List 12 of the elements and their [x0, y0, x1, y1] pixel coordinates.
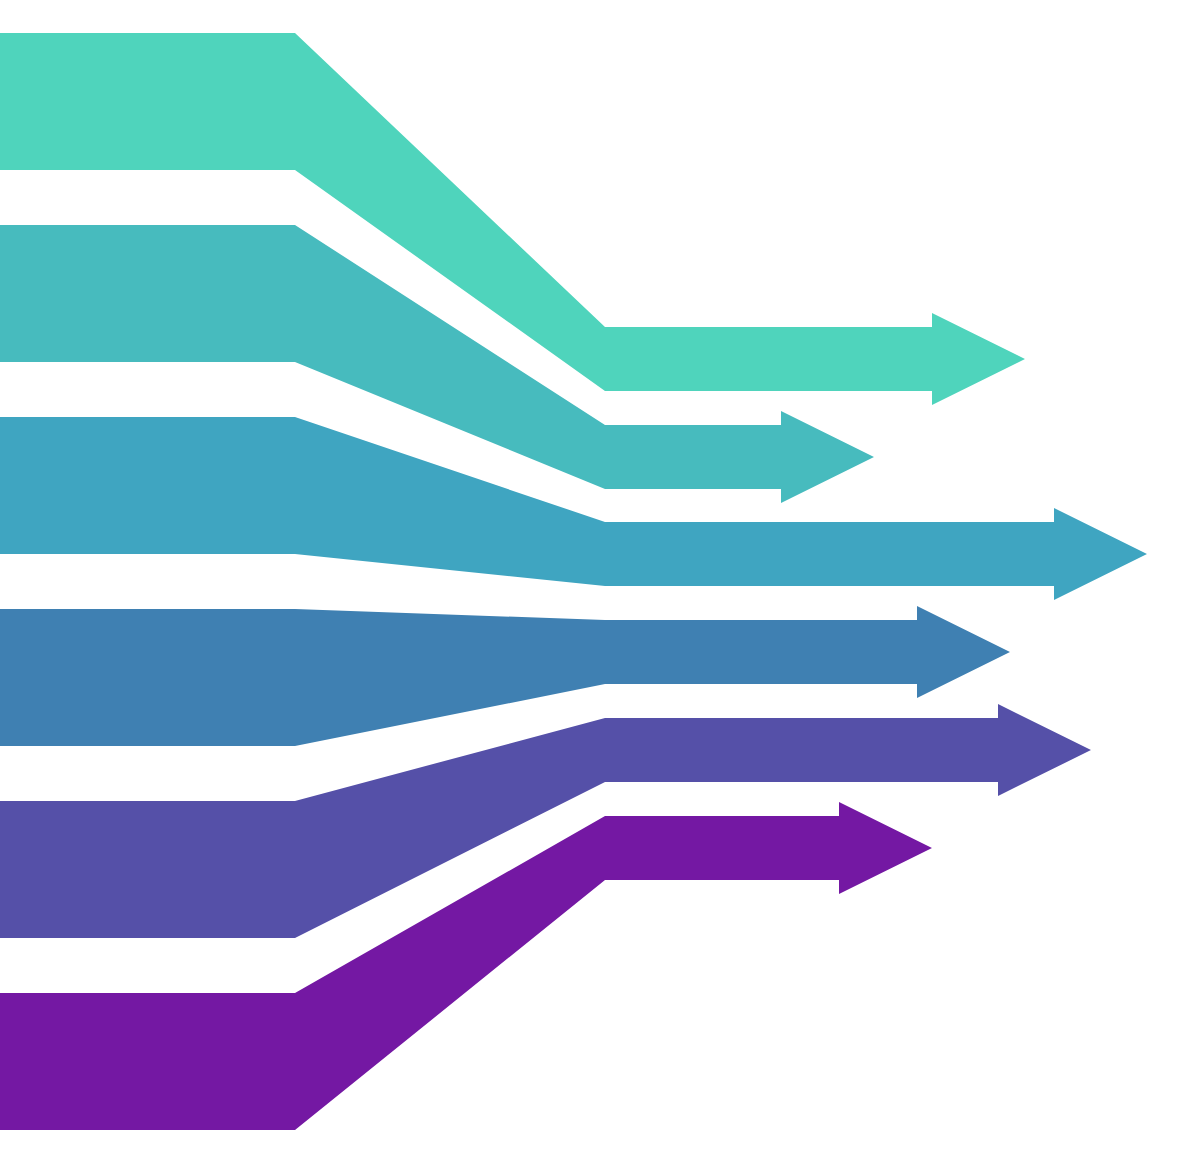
arrow [295, 802, 932, 1130]
bar [0, 417, 295, 554]
bar [0, 801, 295, 938]
arrow [295, 33, 1025, 405]
bar [0, 225, 295, 362]
bar [0, 609, 295, 746]
arrow [295, 417, 1147, 600]
arrow [295, 225, 874, 503]
bar [0, 993, 295, 1130]
arrow [295, 704, 1091, 938]
bar [0, 33, 295, 170]
arrow [295, 606, 1010, 746]
